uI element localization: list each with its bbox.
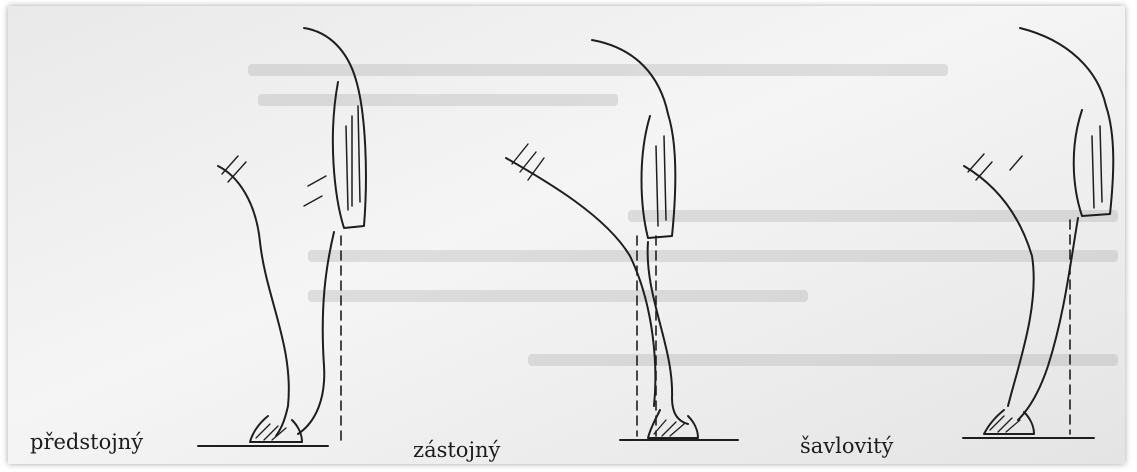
hind-leg-stance-illustration (8, 6, 1125, 464)
caption-predstojny: předstojný (30, 432, 143, 453)
scanned-figure: předstojný zástojný šavlovitý (8, 6, 1125, 464)
caption-savlovity: šavlovitý (800, 436, 893, 457)
caption-zastojny: zástojný (413, 440, 500, 461)
